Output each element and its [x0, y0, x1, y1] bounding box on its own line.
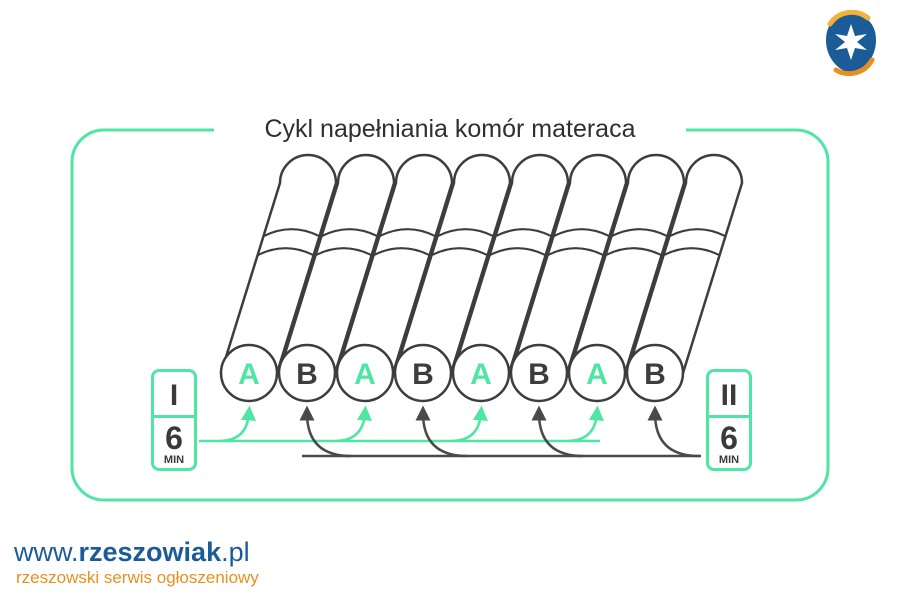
arrow-to-b: [299, 405, 352, 458]
flow-arrows: [199, 405, 701, 458]
arrow-to-b: [415, 405, 468, 458]
arrow-to-b: [531, 405, 584, 458]
chamber-b: B: [509, 153, 628, 403]
arrow-to-a: [334, 405, 372, 443]
arrow-to-a: [566, 405, 604, 443]
phase-duration: 6: [165, 420, 183, 456]
phase-unit: MIN: [718, 454, 740, 466]
chamber-label: B: [296, 358, 318, 391]
chamber-end: [625, 343, 685, 403]
chamber-label: A: [238, 358, 260, 391]
chamber-label: A: [586, 358, 608, 391]
chamber-end: [451, 343, 511, 403]
domain-name: rzeszowiak: [78, 537, 222, 567]
chamber-end: [335, 343, 395, 403]
arrow-to-a: [218, 405, 256, 443]
arrow-to-b: [647, 405, 700, 458]
chamber-end: [509, 343, 569, 403]
chamber-label: B: [412, 358, 434, 391]
arrow-to-a: [450, 405, 488, 443]
phase-unit: MIN: [163, 454, 185, 466]
diagram-title: Cykl napełniania komór materaca: [214, 112, 686, 146]
chamber-a: A: [567, 153, 686, 403]
chamber-end: [567, 343, 627, 403]
chamber-b: B: [277, 153, 396, 403]
phase-box-left: I 6 MIN: [151, 369, 197, 471]
chamber-b: B: [625, 153, 744, 403]
footer-tagline: rzeszowski serwis ogłoszeniowy: [16, 568, 259, 587]
chamber-label: B: [528, 358, 550, 391]
domain-suffix: .pl: [221, 537, 250, 567]
domain-prefix: www.: [14, 537, 79, 567]
chamber-end: [393, 343, 453, 403]
rzeszowiak-logo-icon[interactable]: [822, 10, 880, 78]
chamber-label: A: [354, 358, 376, 391]
phase-label: II: [720, 379, 738, 412]
chamber-label: B: [644, 358, 666, 391]
chamber-end: [277, 343, 337, 403]
chamber-a: A: [335, 153, 454, 403]
footer-domain-link[interactable]: www.rzeszowiak.pl: [14, 537, 250, 568]
chamber-end: [219, 343, 279, 403]
chamber-a: A: [219, 153, 338, 403]
phase-divider: [151, 415, 197, 418]
chamber-label: A: [470, 358, 492, 391]
phase-box-right: II 6 MIN: [706, 369, 752, 471]
chamber-a: A: [451, 153, 570, 403]
phase-label: I: [169, 379, 179, 412]
chamber-b: B: [393, 153, 512, 403]
phase-divider: [706, 415, 752, 418]
phase-duration: 6: [720, 420, 738, 456]
